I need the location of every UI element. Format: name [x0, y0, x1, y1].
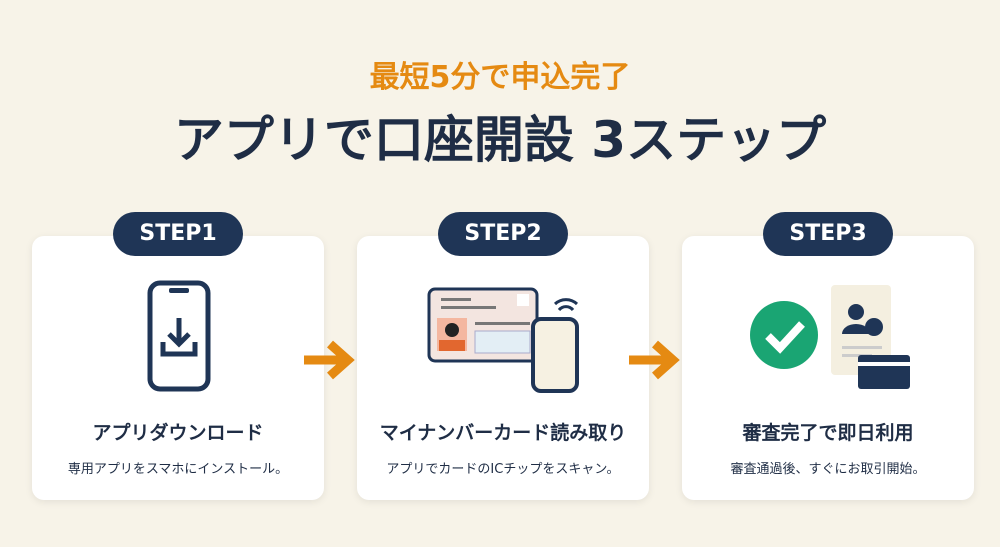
- arrow-right-icon: [629, 340, 680, 380]
- step1-card: アプリダウンロード 専用アプリをスマホにインストール。: [32, 236, 324, 500]
- step2-badge: STEP2: [438, 212, 568, 256]
- id-card-scan-icon: [427, 287, 579, 393]
- step1-badge: STEP1: [113, 212, 243, 256]
- step-desc: アプリでカードのICチップをスキャン。: [386, 462, 620, 477]
- phone-download-icon: [147, 280, 211, 392]
- page-title: アプリで口座開設 3ステップ: [173, 111, 827, 169]
- subtitle: 最短5分で申込完了: [369, 60, 631, 95]
- step2-card: マイナンバーカード読み取り アプリでカードのICチップをスキャン。: [357, 236, 649, 500]
- step-title: アプリダウンロード: [92, 422, 264, 444]
- step3-card: 審査完了で即日利用 審査通過後、すぐにお取引開始。: [682, 236, 974, 500]
- step-desc: 審査通過後、すぐにお取引開始。: [730, 462, 926, 477]
- step-desc: 専用アプリをスマホにインストール。: [67, 462, 289, 477]
- step-title: マイナンバーカード読み取り: [379, 422, 627, 444]
- arrow-right-icon: [304, 340, 355, 380]
- step-title: 審査完了で即日利用: [742, 422, 914, 444]
- step3-badge: STEP3: [763, 212, 893, 256]
- approval-check-icon: [750, 285, 910, 389]
